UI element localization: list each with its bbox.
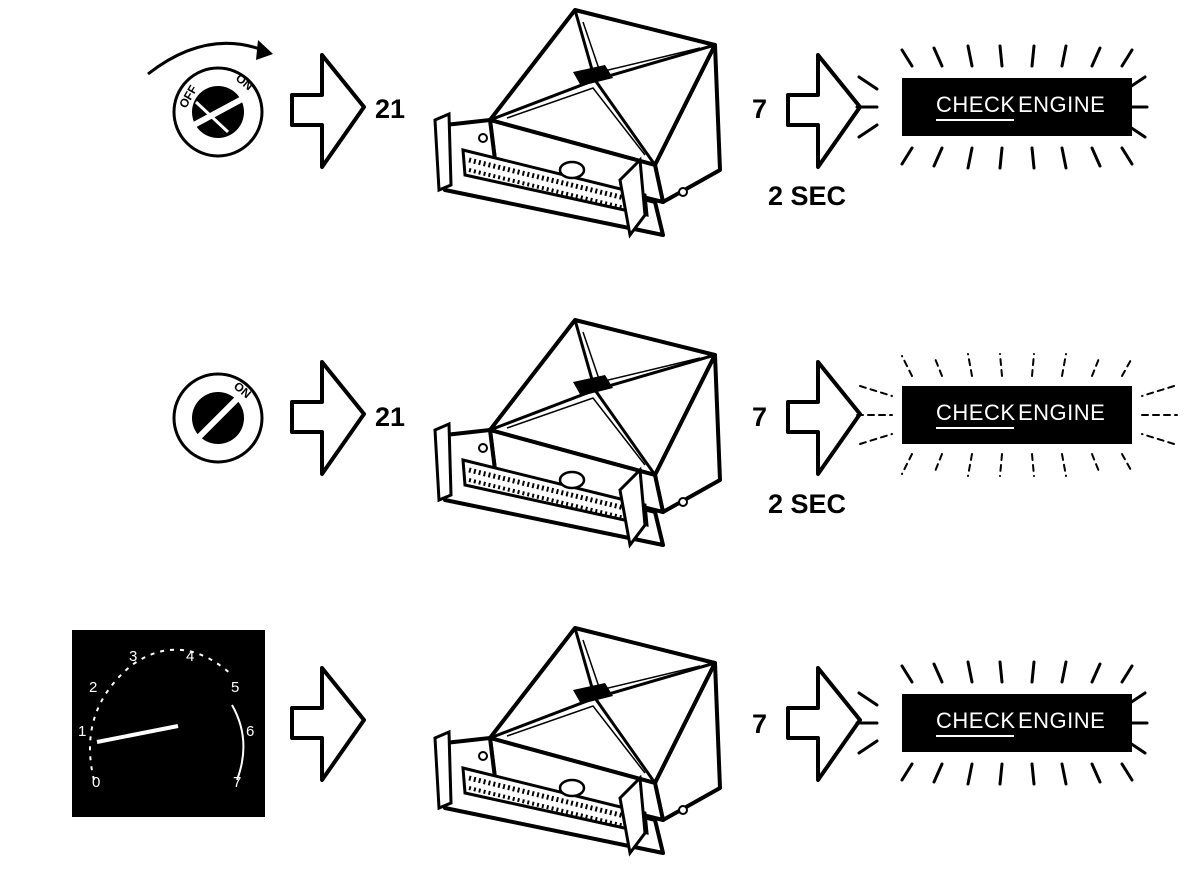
check-engine-lamp-icon: CHECK ENGINE	[855, 44, 1149, 170]
lamp-word-check: CHECK	[936, 92, 1016, 117]
block-arrow-icon	[786, 360, 862, 476]
check-engine-lamp-icon: CHECK ENGINE	[855, 660, 1149, 786]
tach-number: 0	[92, 774, 100, 791]
block-arrow-icon	[290, 360, 366, 476]
row-1: OFF ON 21 7 2 SEC CHECK ENGINE	[147, 10, 1149, 235]
lamp-word-engine: ENGINE	[1018, 92, 1105, 117]
row-2: ON 21 7 2 SEC CHECK ENGINE	[172, 320, 1178, 545]
tach-number: 7	[233, 774, 241, 791]
block-arrow-icon	[786, 666, 862, 782]
ignition-key-icon: ON	[172, 372, 264, 464]
ecu-module-icon	[435, 628, 720, 853]
terminal-out-label: 7	[752, 94, 767, 124]
duration-label: 2 SEC	[768, 181, 846, 211]
lamp-word-check: CHECK	[936, 400, 1016, 425]
block-arrow-icon	[786, 53, 862, 169]
tach-number: 3	[129, 648, 137, 665]
tach-number: 2	[89, 679, 97, 696]
tachometer-icon: 0 1 2 3 4 5 6 7	[72, 630, 265, 817]
lamp-word-engine: ENGINE	[1018, 708, 1105, 733]
tach-number: 1	[78, 723, 86, 740]
terminal-out-label: 7	[752, 709, 767, 739]
ecu-module-icon	[435, 320, 720, 545]
lamp-word-engine: ENGINE	[1018, 400, 1105, 425]
duration-label: 2 SEC	[768, 489, 846, 519]
block-arrow-icon	[290, 53, 366, 169]
terminal-out-label: 7	[752, 402, 767, 432]
check-engine-lamp-icon: CHECK ENGINE	[856, 353, 1178, 477]
terminal-in-label: 21	[375, 94, 405, 124]
ignition-key-icon: OFF ON	[147, 40, 273, 158]
terminal-in-label: 21	[375, 402, 405, 432]
ecu-module-icon	[435, 10, 720, 235]
lamp-word-check: CHECK	[936, 708, 1016, 733]
tach-number: 5	[231, 679, 239, 696]
row-3: 0 1 2 3 4 5 6 7 7 CHECK ENGINE	[72, 628, 1149, 853]
tach-number: 4	[186, 648, 194, 665]
block-arrow-icon	[290, 666, 366, 782]
tach-number: 6	[246, 723, 254, 740]
